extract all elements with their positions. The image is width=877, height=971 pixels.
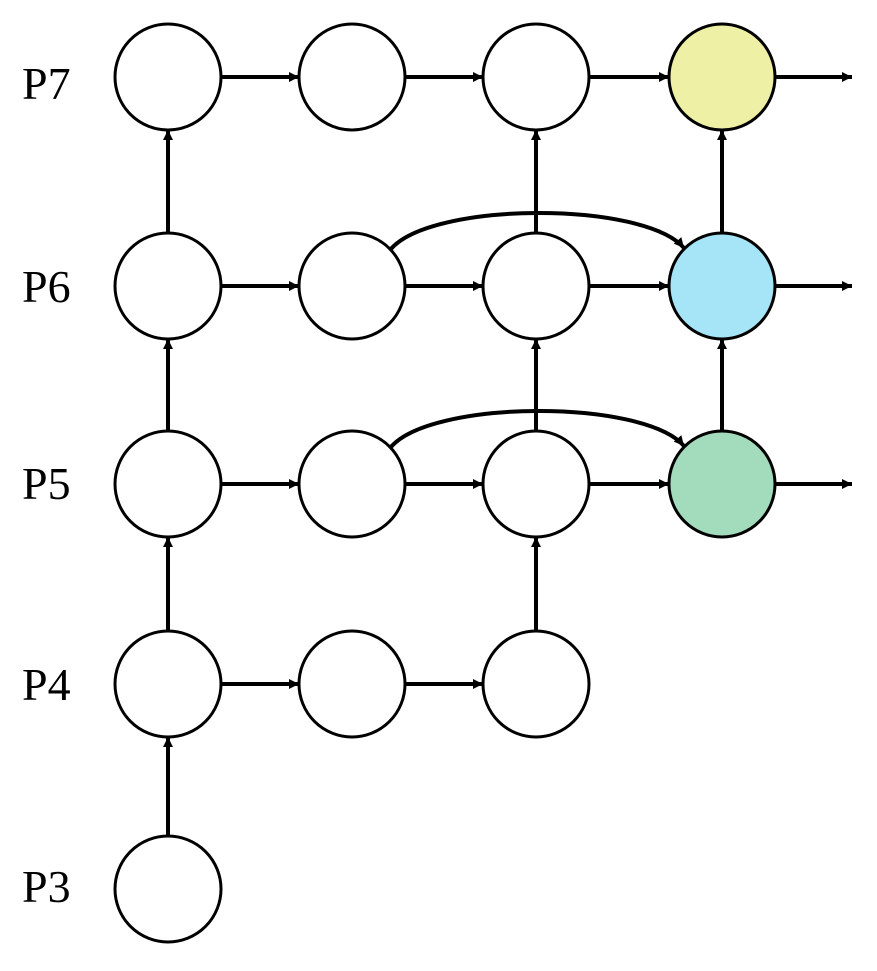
node-p6-c1 [297,231,407,341]
node-p4-c2 [481,629,591,739]
node-p4-c1 [297,629,407,739]
node-p7-c3 [667,22,777,132]
node-p7-c2 [481,22,591,132]
node-p7-c1 [297,22,407,132]
level-label-p4: P4 [22,659,71,710]
node-p3-c0 [113,834,223,944]
nodes-layer [113,22,777,944]
node-p5-c1 [297,429,407,539]
level-label-p5: P5 [22,458,71,509]
node-p5-c3 [667,429,777,539]
level-label-p7: P7 [22,58,71,109]
node-p5-c2 [481,429,591,539]
edges-layer [163,72,852,836]
skip-arrow-p6-c1-to-p6-c3 [388,211,686,252]
node-p5-c0 [113,429,223,539]
node-p6-c3 [667,231,777,341]
level-label-p3: P3 [22,861,71,912]
skip-arrow-p5-c1-to-p5-c3 [388,409,686,450]
node-p6-c2 [481,231,591,341]
node-p4-c0 [113,629,223,739]
level-label-p6: P6 [22,261,71,312]
node-p6-c0 [113,231,223,341]
level-labels: P7 P6 P5 P4 P3 [22,58,71,912]
node-p7-c0 [113,22,223,132]
